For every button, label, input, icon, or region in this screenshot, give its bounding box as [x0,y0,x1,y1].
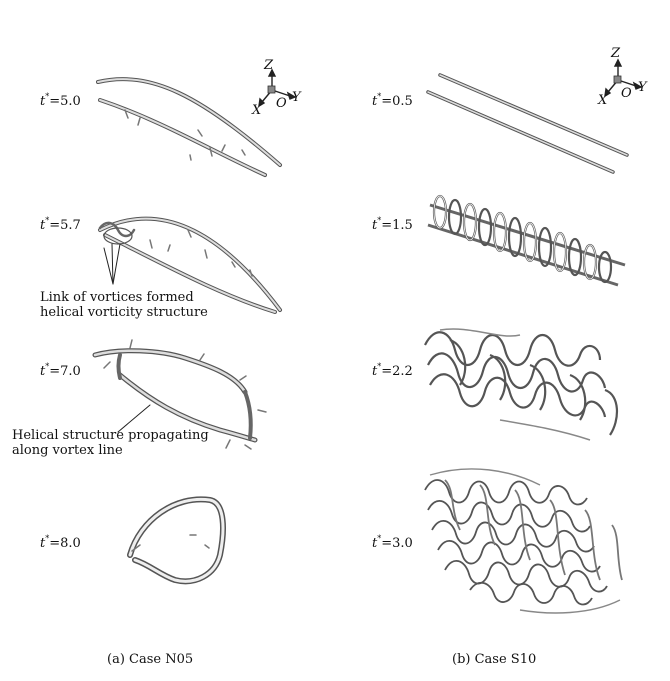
s10-frame-0-5 [426,73,629,174]
axis-y-label-left: Y [292,90,301,105]
axis-y-label-right: Y [638,80,647,95]
caption-case-s10: (b) Case S10 [452,652,537,667]
annotation-link-of-vortices: Link of vortices formed helical vorticit… [40,290,208,320]
s10-frame-3-0 [424,468,623,614]
n05-frame-7-0 [92,339,267,450]
axis-o-label-left: O [276,96,287,111]
annotation-helical-structure: Helical structure propagating along vort… [12,428,209,458]
caption-case-n05: (a) Case N05 [107,652,194,667]
axis-z-label-right: Z [611,46,621,61]
n05-frame-8-0 [127,496,226,585]
axis-triad-right [604,58,643,98]
n05-frame-5-0 [96,77,282,177]
axis-x-label-left: X [252,103,262,118]
time-label-s10-2: t*=1.5 [372,216,413,233]
n05-frame-5-7 [98,216,282,314]
s10-frame-2-2 [424,328,618,441]
time-label-s10-4: t*=3.0 [372,534,413,551]
time-label-n05-3: t*=7.0 [40,362,81,379]
time-label-s10-1: t*=0.5 [372,92,413,109]
time-label-s10-3: t*=2.2 [372,362,413,379]
time-label-n05-1: t*=5.0 [40,92,81,109]
axis-o-label-right: O [621,86,632,101]
axis-triad-left [258,68,297,108]
time-label-n05-4: t*=8.0 [40,534,81,551]
axis-z-label-left: Z [264,58,274,73]
axis-x-label-right: X [598,93,608,108]
time-label-n05-2: t*=5.7 [40,216,81,233]
s10-frame-1-5 [427,194,626,287]
